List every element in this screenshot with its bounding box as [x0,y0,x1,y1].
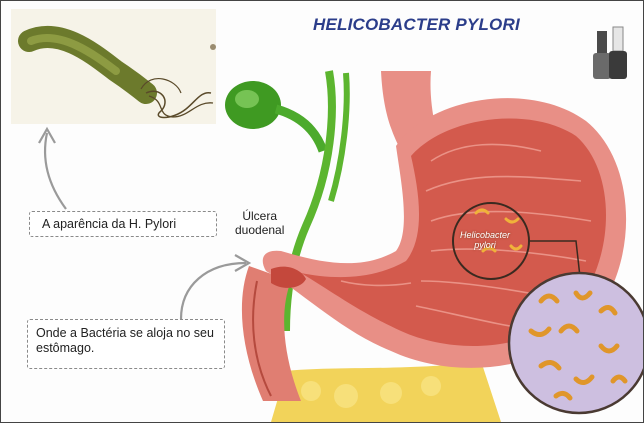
nail-polish-icon [593,27,627,79]
ulcer-label-line2: duodenal [235,223,284,237]
caption-location: Onde a Bactéria se aloja no seu estômago… [27,319,225,369]
caption-appearance: A aparência da H. Pylori [29,211,217,237]
bacterium-illustration [11,9,216,124]
pancreas [271,361,501,422]
arrow-icon [39,129,66,209]
page-title: HELICOBACTER PYLORI [313,15,520,35]
bacteria-label-line1: Helicobacter [447,230,523,240]
bacteria-label: Helicobacter pylori [447,230,523,250]
ulcer-label: Úlcera duodenal [235,209,284,237]
ulcer-label-line1: Úlcera [235,209,284,223]
bacteria-label-line2: pylori [447,240,523,250]
arrow-icon [181,255,249,319]
zoom-circle [509,273,643,413]
